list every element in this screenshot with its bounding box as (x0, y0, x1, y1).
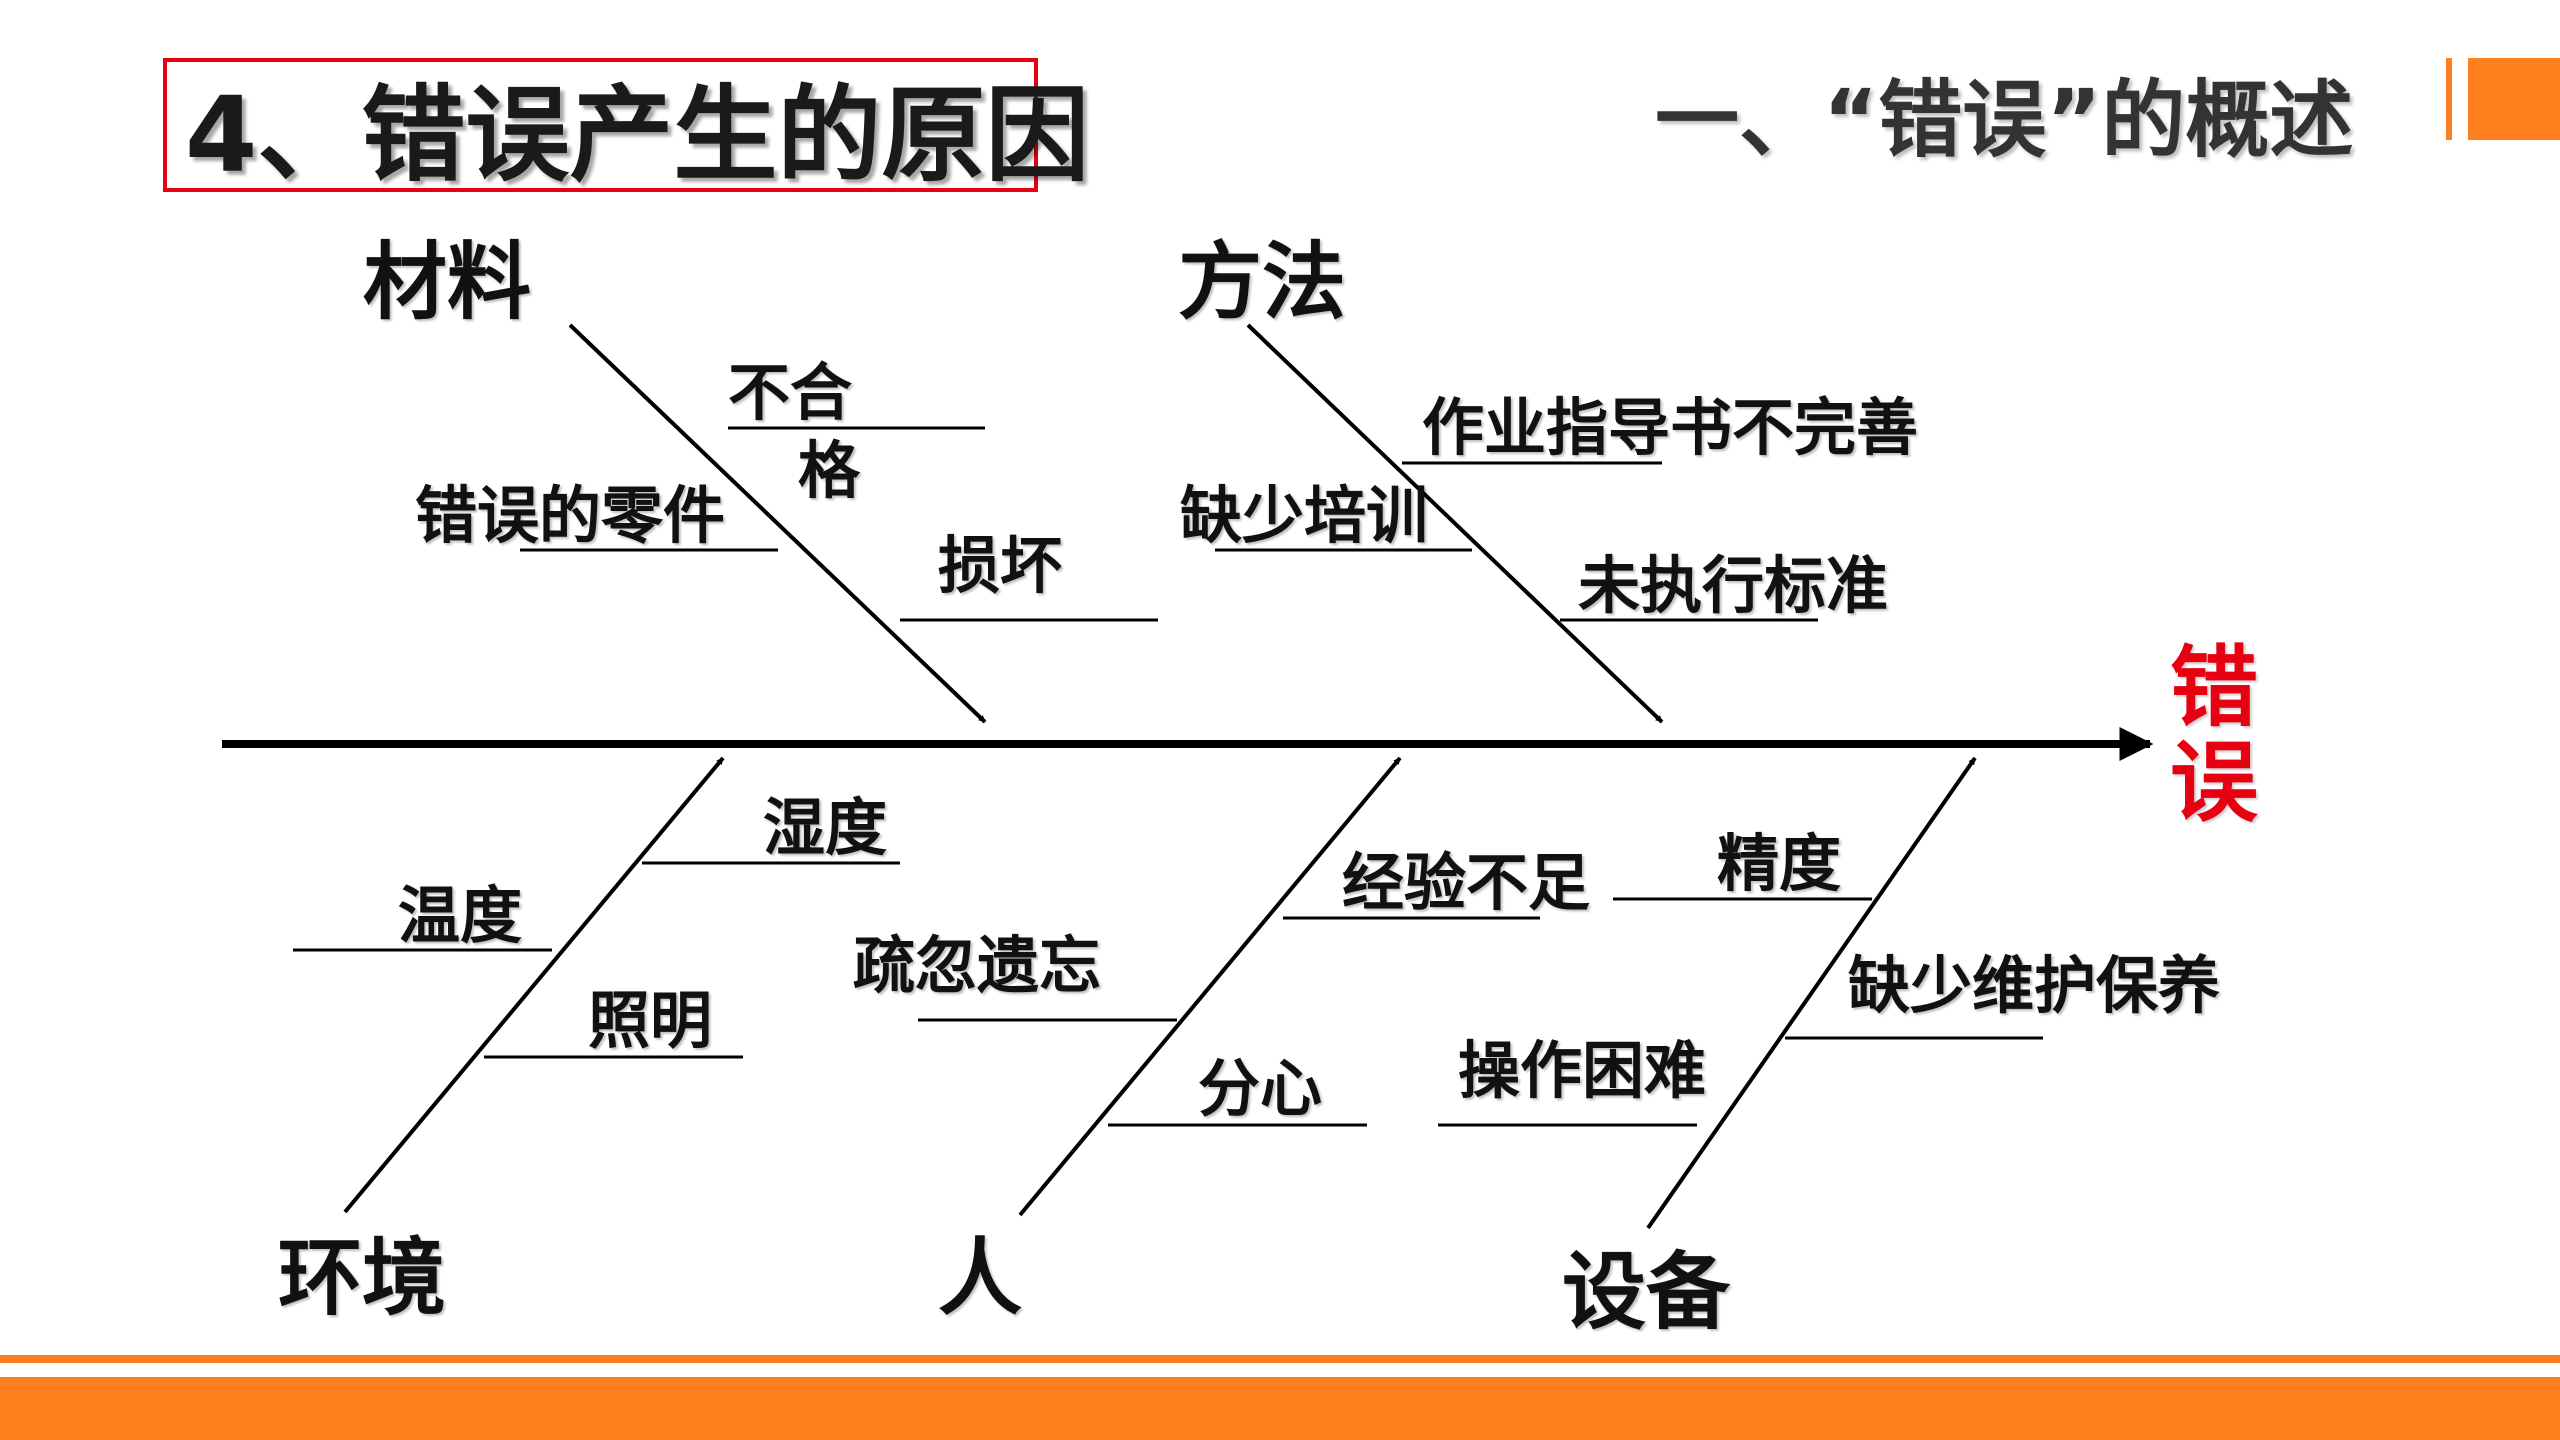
bone-person (1018, 756, 1402, 1217)
cause-environment-3: 照明 (588, 984, 713, 1057)
category-person: 人 (938, 1229, 1023, 1327)
cause-material-3: 损坏 (938, 529, 1063, 602)
cause-material-2: 错误的零件 (415, 479, 726, 552)
cause-person-3: 分心 (1198, 1052, 1323, 1125)
cause-environment-2: 温度 (398, 879, 523, 952)
cause-environment-1: 湿度 (763, 791, 888, 864)
footer-line (0, 1355, 2560, 1363)
category-material: 材料 (363, 233, 532, 331)
effect-label: 错误 (2170, 636, 2259, 835)
cause-method-3: 未执行标准 (1578, 549, 1889, 622)
bone-environment (343, 756, 725, 1214)
bone-material (568, 323, 987, 724)
cause-material-1b: 格 (798, 434, 861, 507)
cause-equipment-1: 精度 (1717, 827, 1842, 900)
bone-method (1246, 323, 1664, 724)
section-divider (2446, 58, 2452, 140)
category-environment: 环境 (278, 1229, 447, 1327)
cause-method-1: 作业指导书不完善 (1422, 391, 1919, 464)
cause-method-2: 缺少培训 (1180, 479, 1429, 552)
cause-person-1: 经验不足 (1342, 846, 1591, 919)
corner-accent (2468, 58, 2560, 140)
category-equipment: 设备 (1562, 1243, 1731, 1341)
section-title: 一、“错误”的概述 (1655, 70, 2354, 169)
cause-equipment-2: 缺少维护保养 (1848, 949, 2221, 1022)
footer-band (0, 1377, 2560, 1440)
slide-title: 4、错误产生的原因 (163, 58, 1089, 196)
cause-person-2: 疏忽遗忘 (853, 929, 1102, 1002)
category-method: 方法 (1178, 233, 1347, 331)
cause-equipment-3: 操作困难 (1458, 1034, 1707, 1107)
cause-material-1a: 不合 (728, 356, 853, 429)
bone-equipment (1646, 756, 1977, 1230)
